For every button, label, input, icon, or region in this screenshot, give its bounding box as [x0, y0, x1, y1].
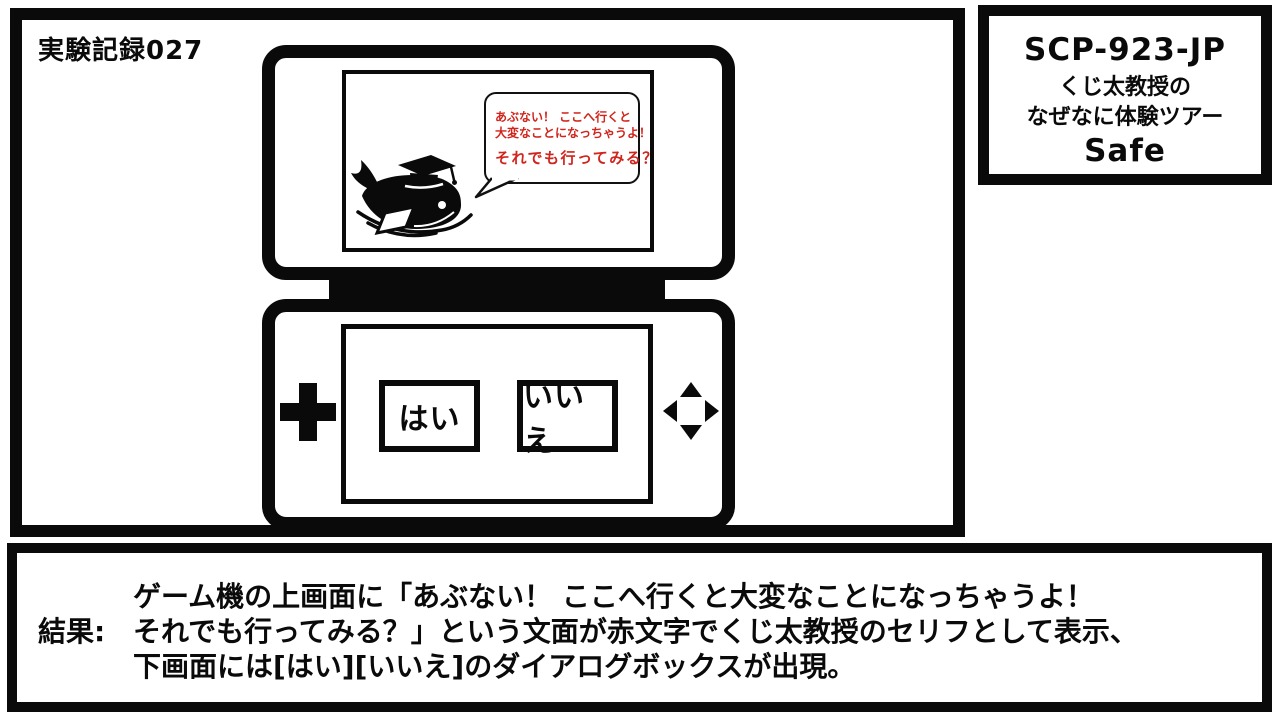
experiment-record-label: 実験記録027: [38, 36, 204, 66]
no-button-label: いいえ: [523, 380, 585, 459]
dpad-icon[interactable]: [280, 383, 336, 441]
speech-bubble-tail: [474, 176, 519, 199]
scp-title-line2: なぜなに体験ツアー: [1026, 105, 1224, 130]
console-bottom-half: はい いいえ: [262, 299, 735, 530]
scp-number: SCP-923-JP: [1024, 32, 1226, 68]
no-button[interactable]: いいえ: [517, 380, 618, 459]
speech-bubble: あぶない！ ここへ行くと 大変なことになっちゃうよ！ それでも行ってみる？: [474, 92, 657, 199]
warning-text-line1: あぶない！ ここへ行くと: [495, 110, 632, 124]
yes-button-label: はい: [398, 402, 461, 437]
result-label: 結果:: [38, 615, 106, 648]
result-text-line3: 下画面には[はい][いいえ]のダイアログボックスが出現。: [133, 650, 856, 683]
professor-whale-icon: [351, 155, 473, 238]
four-way-arrows-icon[interactable]: [663, 382, 719, 440]
console-top-half: あぶない！ ここへ行くと 大変なことになっちゃうよ！ それでも行ってみる？: [262, 45, 735, 280]
result-text-line1: ゲーム機の上画面に「あぶない！ ここへ行くと大変なことになっちゃうよ！: [133, 580, 1094, 613]
experiment-panel: 実験記録027: [10, 8, 965, 537]
console-top-screen: あぶない！ ここへ行くと 大変なことになっちゃうよ！ それでも行ってみる？: [342, 70, 657, 252]
warning-text-line2: 大変なことになっちゃうよ！: [495, 126, 652, 140]
scp-info-box: SCP-923-JP くじ太教授の なぜなに体験ツアー Safe: [978, 5, 1272, 185]
scp-title-line1: くじ太教授の: [1058, 75, 1191, 100]
object-class: Safe: [1084, 133, 1166, 169]
warning-question-text: それでも行ってみる？: [495, 149, 659, 167]
yes-button[interactable]: はい: [379, 380, 480, 452]
result-text-line2: それでも行ってみる？」という文面が赤文字でくじ太教授のセリフとして表示、: [133, 615, 1138, 648]
result-box: 結果: ゲーム機の上画面に「あぶない！ ここへ行くと大変なことになっちゃうよ！ …: [7, 543, 1272, 712]
console-bottom-screen: はい いいえ: [341, 324, 653, 504]
